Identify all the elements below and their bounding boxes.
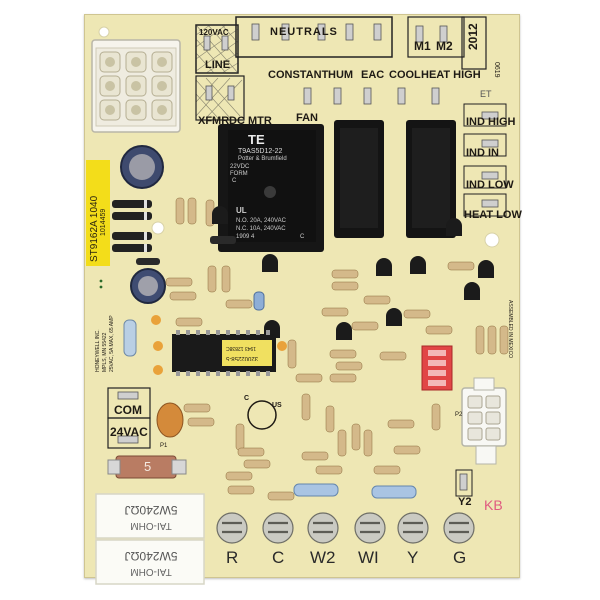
line-box — [195, 24, 239, 74]
ind-high-label: IND HIGH — [466, 116, 516, 128]
honeywell-line-2: MPLS, MN 55422 — [102, 332, 108, 372]
mounting-holes — [98, 26, 500, 248]
relay-ul: UL — [236, 206, 247, 215]
relay-rating-nc: N.C. 10A, 240VAC — [236, 226, 286, 232]
com-label: COM — [114, 403, 142, 417]
relay-date: 1909 4 — [236, 234, 255, 240]
blue-components — [123, 291, 417, 499]
screw-terminals — [216, 512, 475, 544]
power-resistors — [95, 493, 205, 585]
small-resistors — [165, 197, 509, 501]
p2-connector — [461, 377, 507, 465]
sticker-sub: 1014459 — [100, 208, 107, 236]
relay-form-letter: C — [232, 178, 237, 184]
power-resistor-1-line-1: 5W240ΩJ — [124, 503, 178, 517]
chip-line-2: 32002258-5 — [226, 355, 259, 361]
relay-brand: TE — [248, 132, 265, 147]
p1-label: P1 — [160, 443, 168, 449]
c-mark: C — [244, 395, 250, 402]
assembled-label: ASSEMBLED IN MEXICO — [507, 300, 513, 359]
power-resistor-2-line-1: 5W240ΩJ — [124, 549, 178, 563]
eac-label: EAC — [361, 69, 385, 81]
fan-label: FAN — [296, 112, 318, 124]
terminal-y-label: Y — [407, 548, 419, 567]
relay-coil: 22VDC — [230, 164, 250, 170]
terminal-c-label: C — [272, 548, 285, 567]
constant-label: CONSTANT — [268, 69, 329, 81]
relay-date-c: C — [300, 234, 305, 240]
spade-terminals-top — [203, 23, 499, 208]
dc-mtr-label: DC MTR — [229, 115, 272, 127]
honeywell-line-3: 25VAC, 5A MAX, 65 AMP — [109, 315, 115, 372]
power-resistor-1-line-2: TAI-OHM — [130, 520, 172, 531]
fuse-value: 5 — [144, 459, 152, 474]
ind-in-label: IND IN — [466, 147, 499, 159]
xfmr-label: XFMR — [198, 115, 230, 127]
ind-low-label: IND LOW — [466, 179, 514, 191]
line-label: LINE — [205, 59, 231, 71]
p2-label: P2 — [455, 412, 463, 418]
orange-capacitors — [151, 315, 287, 438]
heat-high-label: HEAT HIGH — [421, 69, 481, 81]
xfmr-box — [195, 75, 245, 121]
fan-relay — [218, 124, 324, 252]
us-mark: US — [272, 402, 282, 409]
vac-line-label: 120VAC — [199, 28, 229, 37]
relay-maker: Potter & Brumfield — [238, 156, 287, 162]
sticker-part: ST9162A 1040 — [89, 195, 100, 262]
nine-pin-connector — [91, 39, 181, 133]
kb-label: KB — [484, 497, 503, 513]
heat-low-label: HEAT LOW — [464, 209, 522, 221]
transistors — [212, 206, 494, 340]
terminal-r-label: R — [226, 548, 239, 567]
vac24-label: 24VAC — [110, 425, 148, 439]
ul-logo — [247, 400, 277, 430]
neutrals-box — [235, 16, 393, 58]
y2-label: Y2 — [458, 496, 472, 508]
part-sticker — [86, 160, 110, 266]
fuse — [107, 455, 187, 479]
terminal-g-label: G — [453, 548, 467, 567]
relay-form: FORM — [230, 171, 248, 177]
terminal-w2-label: W2 — [310, 548, 336, 567]
hum-label: HUM — [328, 69, 354, 81]
cool-label: COOL — [389, 69, 421, 81]
relay-rating-no: N.O. 20A, 240VAC — [236, 218, 286, 224]
honeywell-line-1: HONEYWELL INC. — [95, 329, 101, 372]
date-code-label: 0619 — [493, 62, 500, 78]
relay-model: T9AS5D12-22 — [238, 148, 283, 155]
diodes — [112, 200, 236, 265]
m2-label: M2 — [436, 39, 453, 53]
neutrals-label: NEUTRALS — [270, 26, 338, 38]
power-resistor-2-line-2: TAI-OHM — [130, 566, 172, 577]
dip-switch — [421, 345, 453, 391]
terminal-w1-label: WI — [358, 548, 379, 567]
electrolytic-capacitors — [120, 145, 166, 304]
m1-label: M1 — [414, 39, 431, 53]
chip-line-1: 1943 12838C — [226, 345, 257, 351]
hatching — [195, 24, 243, 119]
et-label: ET — [480, 89, 492, 99]
model-label: 2012 — [466, 23, 480, 50]
ic-chip — [172, 330, 276, 376]
